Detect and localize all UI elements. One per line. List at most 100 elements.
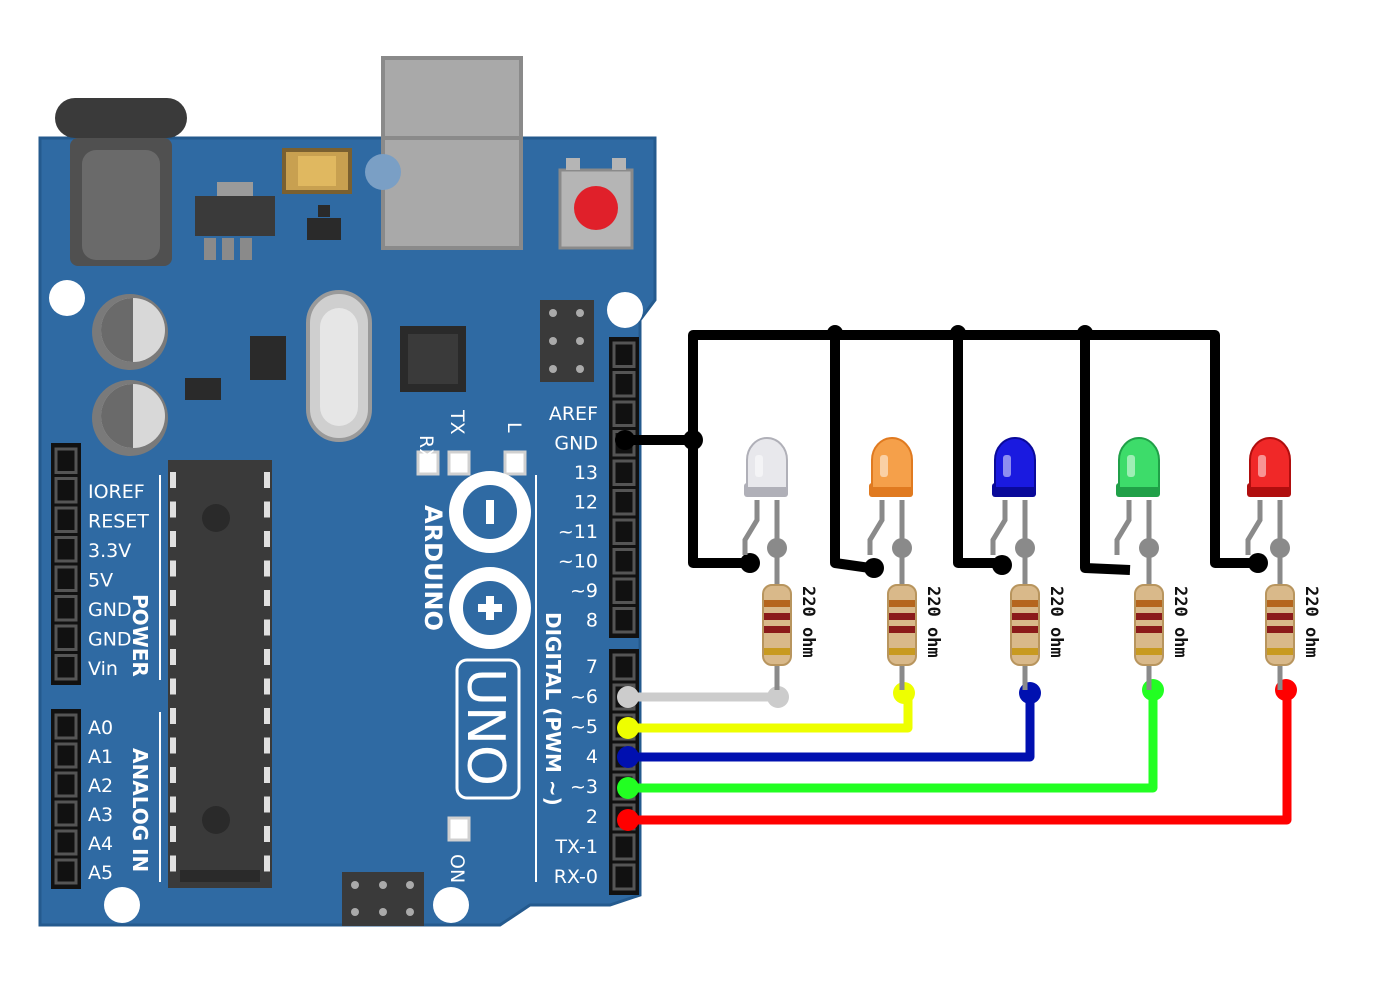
analog-header-pin[interactable] [54, 829, 78, 856]
on-label: ON [446, 854, 468, 883]
power-header-pin[interactable] [54, 477, 78, 504]
led-assembly-white: 220 ohm [742, 437, 818, 690]
resistor-band [1012, 600, 1038, 607]
mounting-hole [104, 887, 140, 923]
icsp-header [540, 300, 594, 382]
voltage-regulator [195, 196, 275, 236]
led-assembly-red: 220 ohm [1245, 437, 1321, 690]
ground-bus [625, 330, 1260, 575]
led-cathode-leg [1114, 500, 1132, 555]
analog-header-pin[interactable] [54, 742, 78, 769]
power-header [51, 443, 81, 685]
power-header-pin[interactable] [54, 654, 78, 681]
chip-foot [180, 870, 260, 882]
digital-header-top-pin[interactable] [612, 341, 636, 368]
digital-header-top-pin[interactable] [612, 518, 636, 545]
led-highlight [1003, 455, 1011, 477]
digital-header-bottom-pin[interactable] [612, 653, 636, 681]
digital-header-bottom-pin[interactable] [612, 863, 636, 891]
digital-header-top-pin[interactable] [612, 548, 636, 575]
digital-pin-label: 2 [586, 806, 598, 828]
chip-inner [408, 334, 458, 384]
led-highlight [1258, 455, 1266, 477]
arduino-logo [449, 471, 531, 649]
analog-header [51, 709, 81, 889]
power-jack-inner [82, 150, 160, 260]
crystal-smd-inner [298, 156, 336, 186]
analog-header-pin[interactable] [54, 858, 78, 885]
led-highlight [1127, 455, 1135, 477]
digital-pin-label: GND [554, 433, 598, 455]
digital-pin-label: ~11 [558, 521, 598, 543]
rx-led [416, 450, 440, 476]
power-header-pin[interactable] [54, 595, 78, 622]
resistor-band [1136, 648, 1162, 655]
digital-pin-label: AREF [549, 403, 598, 425]
power-pin-label: GND [88, 599, 132, 621]
resistor-band [1267, 648, 1293, 655]
led-assembly-orange: 220 ohm [867, 437, 943, 690]
digital-header-top [609, 337, 639, 638]
led-cathode-leg [1245, 500, 1263, 555]
led-assembly-blue: 220 ohm [990, 437, 1066, 690]
reset-button-tab [612, 158, 626, 170]
digital-header-top-pin[interactable] [612, 371, 636, 398]
resistor-band [1267, 600, 1293, 607]
led-leg-joint [767, 538, 787, 558]
power-pin-label: 3.3V [88, 540, 131, 562]
wire-pin2-red [628, 693, 1292, 825]
regulator-leg [222, 238, 234, 260]
ground-wire-main [625, 330, 1260, 568]
led-orange [871, 437, 913, 489]
digital-header-top-pin[interactable] [612, 489, 636, 516]
analog-header-pin[interactable] [54, 800, 78, 827]
smd-transistor [307, 218, 341, 240]
power-header-pin[interactable] [54, 447, 78, 474]
digital-pin-label: ~3 [570, 776, 598, 798]
analog-pin-label: A2 [88, 775, 113, 797]
led-highlight [880, 455, 888, 477]
power-header-pin[interactable] [54, 565, 78, 592]
resistor-band [889, 648, 915, 655]
power-header-pin[interactable] [54, 536, 78, 563]
l-label: L [503, 422, 525, 433]
ground-wire-led4 [1080, 335, 1131, 575]
crystal-oscillator-inner [320, 308, 358, 426]
analog-pin-label: A1 [88, 746, 113, 768]
ground-junctions [615, 325, 1268, 578]
led-cathode-leg [990, 500, 1008, 555]
led-leg-joint [1270, 538, 1290, 558]
digital-header-top-pin[interactable] [612, 607, 636, 634]
reset-button[interactable] [574, 186, 618, 230]
power-section-label: POWER [128, 594, 152, 677]
digital-header-top-pin[interactable] [612, 400, 636, 427]
ground-wire-led3 [953, 335, 1002, 568]
resistor-value-label: 220 ohm [923, 586, 943, 658]
capacitor [92, 380, 168, 456]
digital-header-bottom-pin[interactable] [612, 833, 636, 861]
led-cathode-leg [867, 500, 885, 555]
voltage-regulator-tab [217, 182, 253, 196]
led-highlight [755, 455, 763, 477]
chip-pins [170, 472, 270, 872]
digital-header-top-pin[interactable] [612, 577, 636, 604]
resistor-band [1012, 626, 1038, 633]
resistor-band [1136, 600, 1162, 607]
led-red [1249, 437, 1291, 489]
wire-pin5-yellow [628, 693, 913, 733]
resistor-value-label: 220 ohm [1170, 586, 1190, 658]
tx-led [447, 450, 471, 476]
led-cathode-leg [742, 500, 760, 555]
digital-pin-label: ~10 [558, 551, 598, 573]
signal-wires [628, 692, 1292, 825]
led-white [746, 437, 788, 489]
led-leg-joint [1139, 538, 1159, 558]
analog-pin-label: A5 [88, 862, 113, 884]
power-header-pin[interactable] [54, 506, 78, 533]
resistor-band [764, 600, 790, 607]
analog-header-pin[interactable] [54, 771, 78, 798]
digital-header-top-pin[interactable] [612, 459, 636, 486]
analog-header-pin[interactable] [54, 713, 78, 740]
power-header-pin[interactable] [54, 624, 78, 651]
resistor-band [1267, 613, 1293, 620]
